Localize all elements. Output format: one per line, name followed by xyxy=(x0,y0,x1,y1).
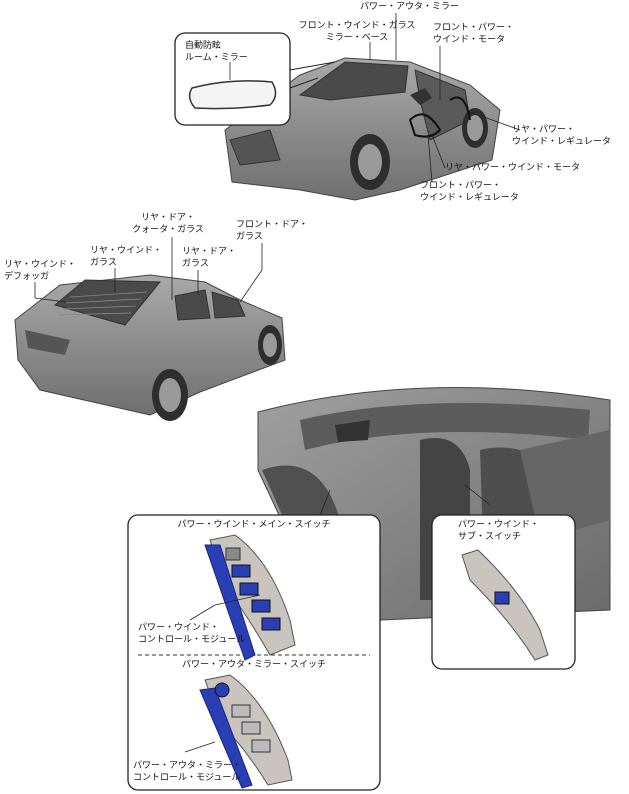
label-front-power-window-regulator: フロント・パワー・ ウインド・レギュレータ xyxy=(420,181,519,203)
label-front-door-glass: フロント・ドア・ ガラス xyxy=(236,220,309,242)
power-outer-mirror-switch-art xyxy=(199,674,293,789)
car-rear-view xyxy=(14,274,286,421)
leader-lines-middle xyxy=(34,237,263,303)
label-power-window-main-switch: パワー・ウインド・メイン・スイッチ xyxy=(177,520,331,530)
label-power-window-sub-switch: パワー・ウインド・ サブ・スイッチ xyxy=(458,520,540,542)
label-windshield-mirror-base: フロント・ウインド・ガラス ミラー・ベース xyxy=(298,21,416,43)
car-front-view xyxy=(224,57,501,201)
label-front-power-window-motor: フロント・パワー・ ウインド・モータ xyxy=(433,23,515,45)
label-auto-dimming-room-mirror: 自動防眩 ルーム・ミラー xyxy=(185,41,248,63)
label-rear-window-glass: リヤ・ウインド・ ガラス xyxy=(90,246,163,268)
leader-lines-top xyxy=(229,13,521,183)
label-rear-door-quarter-glass: リヤ・ドア・ クォータ・ガラス xyxy=(132,213,204,235)
label-rear-power-window-motor: リヤ・パワー・ウインド・モータ xyxy=(445,163,581,173)
label-power-outer-mirror-control-module: パワー・アウタ・ミラー・ コントロール・モジュール xyxy=(133,761,242,783)
power-window-sub-switch-art xyxy=(461,549,549,661)
label-rear-window-defogger: リヤ・ウインド・ デフォッガ xyxy=(4,260,77,282)
power-window-main-switch-art xyxy=(204,534,296,661)
room-mirror xyxy=(188,80,277,110)
label-power-outer-mirror-switch: パワー・アウタ・ミラー・スイッチ xyxy=(181,660,326,670)
label-power-window-control-module: パワー・ウインド・ コントロール・モジュール xyxy=(138,623,246,645)
label-power-outer-mirror: パワー・アウタ・ミラー xyxy=(360,2,460,12)
label-rear-power-window-regulator: リヤ・パワー・ ウインド・レギュレータ xyxy=(512,125,611,147)
label-rear-door-glass: リヤ・ドア・ ガラス xyxy=(182,247,237,269)
